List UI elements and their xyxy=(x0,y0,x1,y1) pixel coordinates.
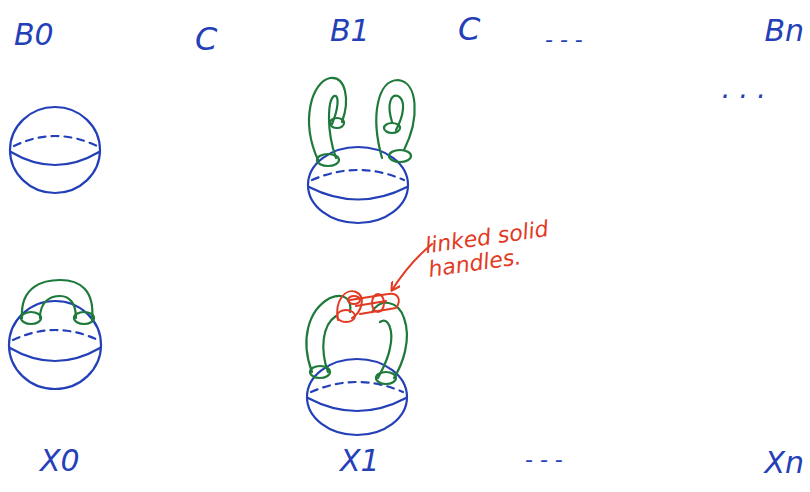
ellipsis: · · · xyxy=(720,82,765,113)
ball xyxy=(9,301,101,389)
linked-handles xyxy=(337,291,399,322)
callout-note: linked solid handles. xyxy=(423,210,603,282)
handle xyxy=(21,280,94,324)
ball xyxy=(308,147,408,223)
ball xyxy=(10,107,100,193)
set-label: X0 xyxy=(40,444,80,477)
inclusion-symbol: C xyxy=(458,12,480,47)
set-label: Bn xyxy=(764,14,804,47)
set-label: B1 xyxy=(330,14,370,47)
ellipsis: - - - xyxy=(525,448,563,472)
ball xyxy=(307,359,407,435)
set-label: X1 xyxy=(340,444,380,477)
inclusion-symbol: C xyxy=(195,22,217,57)
handle xyxy=(309,78,415,166)
set-label: Xn xyxy=(764,446,804,479)
set-label: B0 xyxy=(14,18,54,51)
ellipsis: - - - xyxy=(545,28,583,52)
